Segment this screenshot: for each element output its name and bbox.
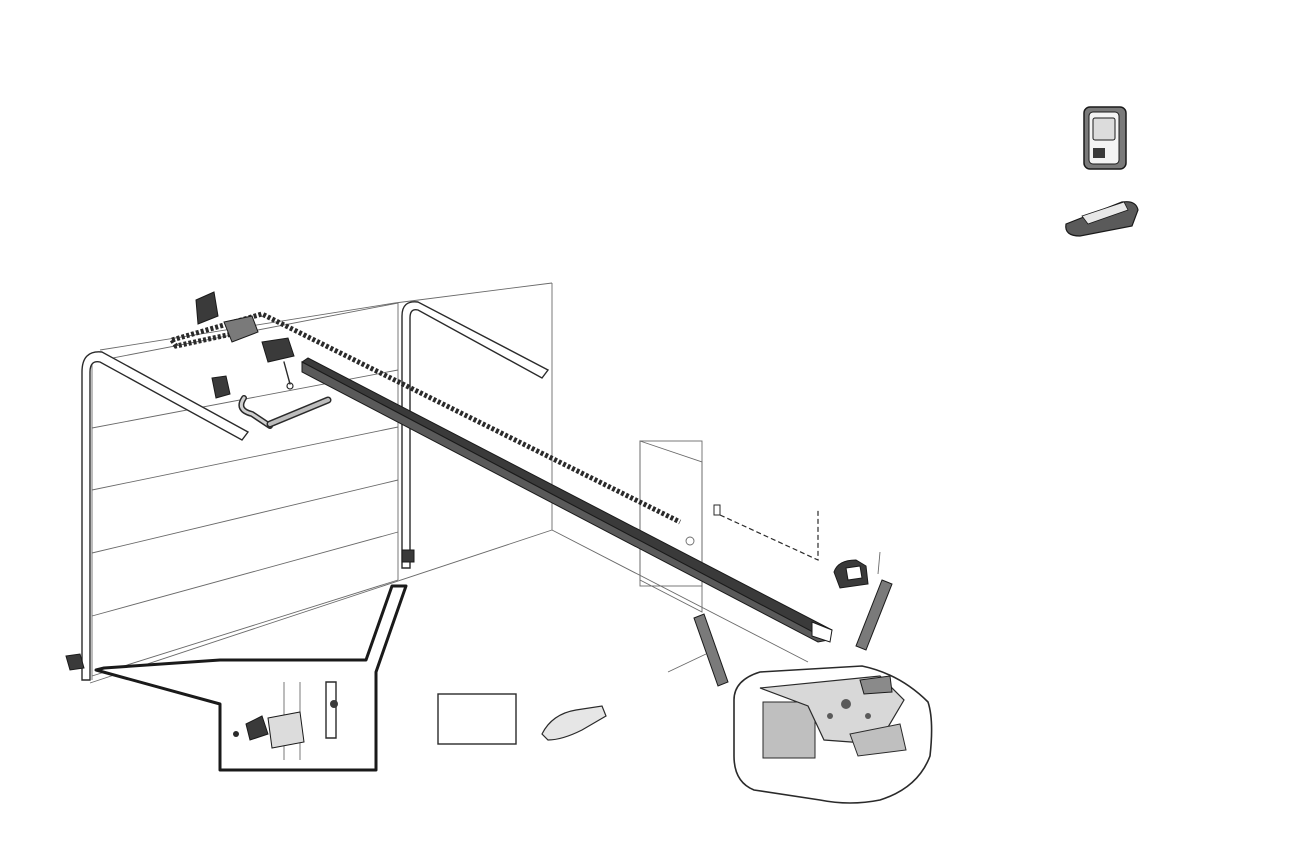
rail xyxy=(302,358,832,642)
sensor-on-track-right xyxy=(402,550,414,562)
hanging-bracket-left xyxy=(668,614,728,686)
safety-sensor xyxy=(834,560,868,588)
hardware-bag xyxy=(438,694,516,744)
door-control-icon xyxy=(1084,107,1126,169)
door-bracket xyxy=(212,376,230,398)
motor-unit xyxy=(734,666,932,803)
remote-control-icon xyxy=(1066,202,1138,236)
lube-packet xyxy=(542,706,606,740)
wall-control-wiring xyxy=(714,505,818,560)
chain xyxy=(172,314,680,522)
straight-door-arm xyxy=(270,400,328,424)
trolley xyxy=(262,338,294,389)
safety-sensor-detail-callout xyxy=(96,586,406,770)
curved-door-arm xyxy=(241,398,270,426)
header-bracket xyxy=(196,292,258,342)
